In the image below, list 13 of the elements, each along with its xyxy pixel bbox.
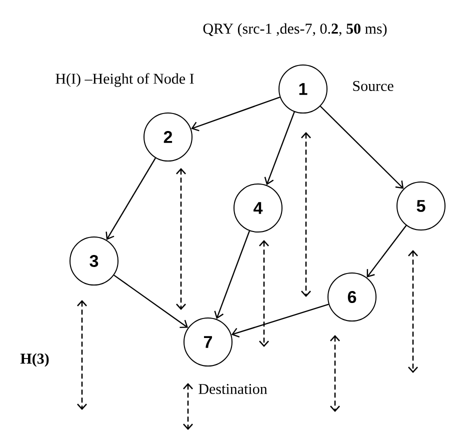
arrow — [191, 96, 280, 132]
arrow — [264, 112, 295, 186]
arrow — [114, 274, 188, 328]
arrow — [320, 106, 404, 189]
text-label: H(3) — [20, 353, 49, 367]
arrow — [106, 158, 156, 240]
arrow — [214, 230, 250, 320]
node-label: Source — [353, 80, 394, 92]
title: QRY (src-1 ,des-7, 0.2, 50 ms) — [203, 23, 387, 37]
text-label: H(I) –Height of Node I — [56, 73, 194, 87]
arrow — [231, 304, 329, 338]
arrow — [366, 225, 407, 278]
node-label: Destination — [198, 384, 268, 394]
